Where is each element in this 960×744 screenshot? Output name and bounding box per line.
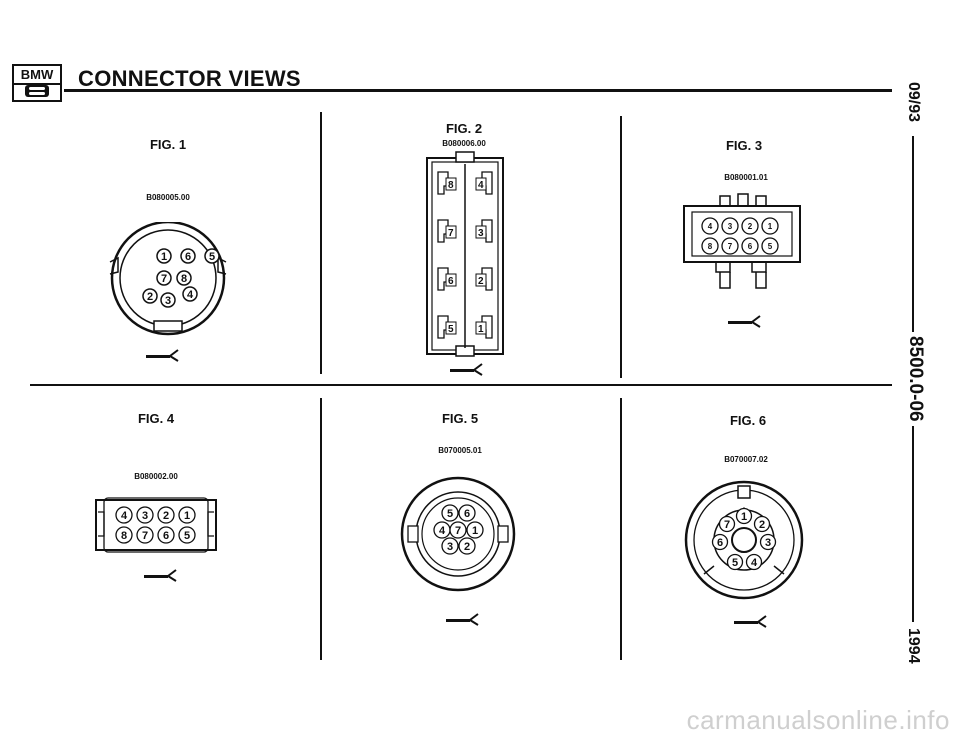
column-divider-right-bottom [620, 398, 622, 660]
watermark-text: carmanualsonline.info [686, 705, 950, 735]
svg-text:5: 5 [184, 530, 190, 542]
fig-6-connector-drawing: 7 1 2 6 3 5 4 [684, 480, 804, 600]
svg-text:4: 4 [751, 557, 758, 569]
fig-4-connector-drawing: 4 3 2 1 8 7 6 5 [95, 497, 217, 553]
svg-text:8: 8 [121, 530, 127, 542]
svg-text:8: 8 [181, 273, 187, 285]
side-year: 1994 [905, 628, 922, 664]
fig-2-code: B080006.00 [442, 139, 486, 148]
fig-3-connector-drawing: 4 3 2 1 8 7 6 5 [683, 193, 801, 289]
fig-2-label: FIG. 2 [445, 121, 483, 136]
fig-6-view-arrow [734, 615, 767, 628]
svg-text:7: 7 [724, 519, 730, 531]
page-title: CONNECTOR VIEWS [78, 66, 301, 91]
bmw-8-logo: BMW [12, 64, 62, 102]
svg-text:5: 5 [768, 242, 773, 251]
svg-text:1: 1 [478, 324, 484, 335]
logo-8-text [14, 82, 60, 100]
svg-text:6: 6 [717, 537, 723, 549]
svg-text:5: 5 [209, 251, 215, 263]
svg-text:2: 2 [163, 510, 169, 522]
svg-text:2: 2 [478, 276, 484, 287]
svg-text:4: 4 [708, 222, 713, 231]
svg-text:8: 8 [448, 180, 454, 191]
column-divider-right-top [620, 116, 622, 378]
fig-1-view-arrow [146, 349, 179, 362]
logo-bmw-text: BMW [14, 66, 60, 85]
fig-1-connector-drawing: 1 6 5 7 8 2 3 4 [109, 222, 227, 336]
svg-text:6: 6 [163, 530, 169, 542]
svg-text:1: 1 [161, 251, 167, 263]
logo-8-glyph [25, 85, 49, 97]
side-page-number: 8500.0-06 [905, 336, 926, 422]
fig-3-code: B080001.01 [724, 173, 768, 182]
fig-4-view-arrow [144, 569, 177, 582]
svg-text:4: 4 [187, 289, 194, 301]
svg-text:2: 2 [464, 541, 470, 553]
column-divider-left-bottom [320, 398, 322, 660]
fig-6-code: B070007.02 [724, 455, 768, 464]
fig-3-label: FIG. 3 [725, 138, 763, 153]
fig-2-connector-drawing: 8 4 7 3 6 2 5 1 [426, 151, 504, 357]
svg-text:3: 3 [447, 541, 453, 553]
svg-text:6: 6 [748, 242, 753, 251]
fig-5-code: B070005.01 [438, 446, 482, 455]
svg-text:7: 7 [455, 525, 461, 537]
fig-5-connector-drawing: 5 6 4 7 1 3 2 [400, 476, 516, 592]
svg-text:2: 2 [759, 519, 765, 531]
svg-text:4: 4 [439, 525, 446, 537]
svg-text:2: 2 [748, 222, 753, 231]
svg-text:4: 4 [121, 510, 128, 522]
svg-text:3: 3 [765, 537, 771, 549]
fig-5-label: FIG. 5 [441, 411, 479, 426]
svg-text:3: 3 [478, 228, 484, 239]
svg-text:2: 2 [147, 291, 153, 303]
fig-3-view-arrow [728, 315, 761, 328]
svg-text:3: 3 [728, 222, 733, 231]
fig-2-view-arrow [450, 363, 483, 376]
svg-text:1: 1 [472, 525, 478, 537]
svg-text:7: 7 [448, 228, 454, 239]
svg-text:1: 1 [184, 510, 190, 522]
svg-text:7: 7 [142, 530, 148, 542]
svg-text:1: 1 [768, 222, 773, 231]
fig-1-code: B080005.00 [146, 193, 190, 202]
svg-text:6: 6 [185, 251, 191, 263]
column-divider-left-top [320, 112, 322, 374]
header-rule [64, 89, 892, 92]
svg-text:7: 7 [161, 273, 167, 285]
svg-text:5: 5 [447, 508, 453, 520]
svg-text:7: 7 [728, 242, 733, 251]
side-line-2 [912, 426, 914, 622]
svg-text:5: 5 [448, 324, 454, 335]
side-date: 09/93 [905, 82, 922, 123]
side-line-1 [912, 136, 914, 332]
svg-text:5: 5 [732, 557, 738, 569]
fig-4-code: B080002.00 [134, 472, 178, 481]
fig-1-label: FIG. 1 [149, 137, 187, 152]
svg-text:1: 1 [741, 511, 747, 523]
svg-text:3: 3 [165, 295, 171, 307]
svg-text:4: 4 [478, 180, 484, 191]
fig-6-label: FIG. 6 [729, 413, 767, 428]
middle-divider [30, 384, 892, 386]
svg-text:8: 8 [708, 242, 713, 251]
svg-text:6: 6 [464, 508, 470, 520]
svg-text:3: 3 [142, 510, 148, 522]
svg-text:6: 6 [448, 276, 454, 287]
fig-4-label: FIG. 4 [137, 411, 175, 426]
fig-5-view-arrow [446, 613, 479, 626]
